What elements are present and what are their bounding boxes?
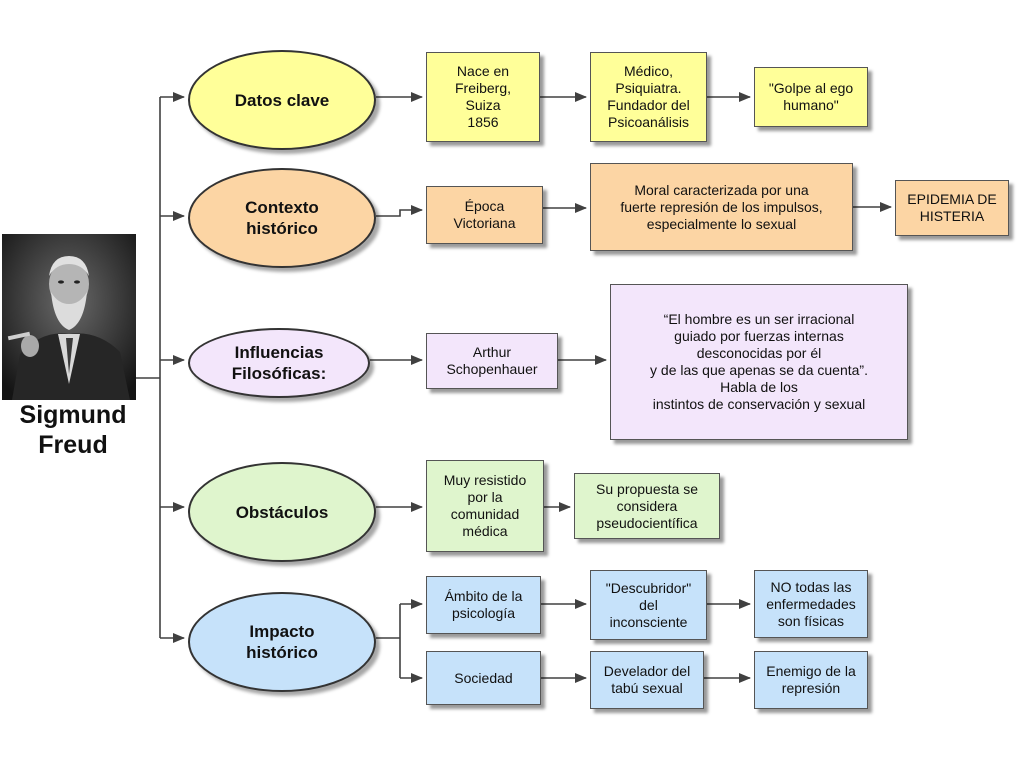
box-sociedad: Sociedad [426,651,541,705]
node-impacto-historico: Impacto histórico [188,592,376,692]
box-moral-represion: Moral caracterizada por una fuerte repre… [590,163,853,251]
box-enemigo-represion: Enemigo de la represión [754,651,868,709]
box-schopenhauer: Arthur Schopenhauer [426,333,558,389]
node-datos-clave: Datos clave [188,50,376,150]
box-epidemia-histeria: EPIDEMIA DE HISTERIA [895,180,1009,236]
box-profesion: Médico, Psiquiatra. Fundador del Psicoan… [590,52,707,142]
box-no-todas-enfermedades: NO todas las enfermedades son físicas [754,570,868,638]
portrait-photo [2,234,136,400]
box-nacimiento: Nace en Freiberg, Suiza 1856 [426,52,540,142]
node-influencias-filosoficas: Influencias Filosóficas: [188,328,370,398]
box-epoca-victoriana: Época Victoriana [426,186,543,244]
node-contexto-historico: Contexto histórico [188,168,376,268]
box-cita-schopenhauer: “El hombre es un ser irracional guiado p… [610,284,908,440]
box-ambito-psicologia: Ámbito de la psicología [426,576,541,634]
box-descubridor-inconsciente: "Descubridor" del inconsciente [590,570,707,640]
box-pseudocientifica: Su propuesta se considera pseudocientífi… [574,473,720,539]
box-muy-resistido: Muy resistido por la comunidad médica [426,460,544,552]
node-obstaculos: Obstáculos [188,462,376,562]
box-develador-tabu: Develador del tabú sexual [590,651,704,709]
page-title: Sigmund Freud [19,401,127,459]
box-golpe-ego: "Golpe al ego humano" [754,67,868,127]
